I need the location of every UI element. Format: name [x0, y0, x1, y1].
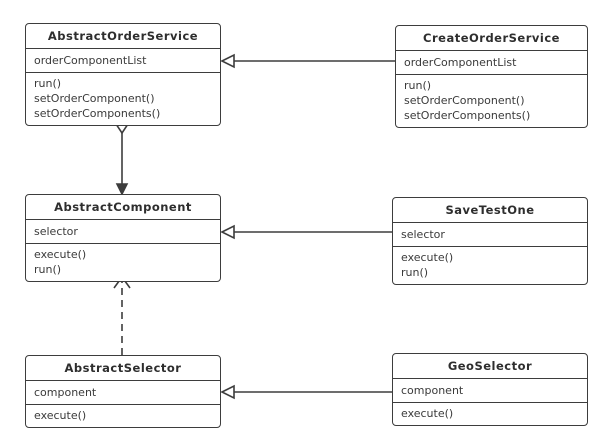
methods-section: execute() run(): [26, 244, 220, 281]
aggregation-arrow-abstractorderservice-to-abstractcomponent: [115, 116, 129, 196]
class-name: AbstractSelector: [26, 356, 220, 381]
attribute: component: [34, 386, 97, 399]
attribute: selector: [401, 228, 445, 241]
class-name: GeoSelector: [393, 354, 587, 379]
method: run(): [401, 266, 429, 279]
method: execute(): [401, 251, 454, 264]
attribute: component: [401, 384, 464, 397]
method: setOrderComponents(): [404, 109, 531, 122]
methods-section: execute() run(): [393, 247, 587, 284]
method: run(): [34, 77, 62, 90]
method: setOrderComponent(): [404, 94, 525, 107]
class-box-abstractorderservice: AbstractOrderService orderComponentList …: [25, 23, 221, 126]
methods-section: run() setOrderComponent() setOrderCompon…: [26, 73, 220, 125]
class-box-geoselector: GeoSelector component execute(): [392, 353, 588, 426]
attributes-section: orderComponentList: [396, 51, 587, 75]
attribute: orderComponentList: [34, 54, 147, 67]
method: execute(): [401, 407, 454, 420]
class-name: SaveTestOne: [393, 198, 587, 223]
class-box-abstractcomponent: AbstractComponent selector execute() run…: [25, 194, 221, 282]
class-name: AbstractComponent: [26, 195, 220, 220]
method: execute(): [34, 409, 87, 422]
method: setOrderComponents(): [34, 107, 161, 120]
methods-section: execute(): [393, 403, 587, 425]
generalization-arrow-geoselector-to-abstractselector: [220, 384, 392, 400]
class-box-savetestone: SaveTestOne selector execute() run(): [392, 197, 588, 285]
attributes-section: component: [393, 379, 587, 403]
attribute: orderComponentList: [404, 56, 517, 69]
class-box-createorderservice: CreateOrderService orderComponentList ru…: [395, 25, 588, 128]
method: setOrderComponent(): [34, 92, 155, 105]
class-name: AbstractOrderService: [26, 24, 220, 49]
attributes-section: selector: [393, 223, 587, 247]
generalization-arrow-createorderservice-to-abstractorderservice: [220, 53, 395, 69]
method: run(): [404, 79, 432, 92]
class-name: CreateOrderService: [396, 26, 587, 51]
method: execute(): [34, 248, 87, 261]
attributes-section: orderComponentList: [26, 49, 220, 73]
dependency-arrow-abstractselector-to-abstractcomponent: [113, 275, 131, 355]
methods-section: run() setOrderComponent() setOrderCompon…: [396, 75, 587, 127]
generalization-arrow-savetestone-to-abstractcomponent: [220, 224, 392, 240]
class-box-abstractselector: AbstractSelector component execute(): [25, 355, 221, 428]
attribute: selector: [34, 225, 78, 238]
attributes-section: component: [26, 381, 220, 405]
method: run(): [34, 263, 62, 276]
attributes-section: selector: [26, 220, 220, 244]
methods-section: execute(): [26, 405, 220, 427]
